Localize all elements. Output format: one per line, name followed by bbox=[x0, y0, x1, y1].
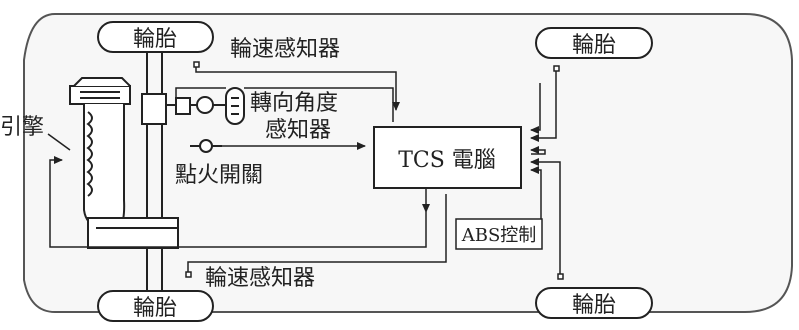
tire-top-right: 輪胎 bbox=[535, 27, 653, 59]
steering-sensor-module bbox=[141, 87, 245, 125]
tire-label: 輪胎 bbox=[133, 27, 177, 52]
tire-label: 輪胎 bbox=[572, 293, 616, 318]
abs-control-label: ABS控制 bbox=[461, 225, 537, 246]
engine-label: 引擎 bbox=[0, 115, 44, 140]
tire-label: 輪胎 bbox=[572, 33, 616, 58]
tire-top-left: 輪胎 bbox=[97, 21, 214, 53]
ignition-switch-label: 點火開關 bbox=[175, 163, 263, 188]
ignition-switch-icon bbox=[190, 139, 222, 153]
wheel-speed-sensor-label-top: 輪速感知器 bbox=[230, 37, 340, 62]
wheel-speed-sensor-label-bottom: 輪速感知器 bbox=[205, 266, 315, 291]
tire-label: 輪胎 bbox=[133, 296, 177, 321]
tire-bottom-right: 輪胎 bbox=[535, 287, 653, 319]
steering-angle-sensor-label-1: 轉向角度 bbox=[250, 91, 338, 116]
abs-control: ABS控制 bbox=[455, 218, 543, 250]
tcs-computer-label: TCS 電腦 bbox=[398, 148, 496, 173]
tcs-computer: TCS 電腦 bbox=[373, 126, 522, 189]
steering-column bbox=[146, 52, 163, 291]
engine-block bbox=[69, 77, 179, 249]
signal-lines bbox=[49, 61, 564, 280]
engine-pointer bbox=[47, 133, 71, 151]
steering-angle-sensor-label-2: 感知器 bbox=[265, 118, 331, 143]
tire-bottom-left: 輪胎 bbox=[97, 290, 214, 322]
